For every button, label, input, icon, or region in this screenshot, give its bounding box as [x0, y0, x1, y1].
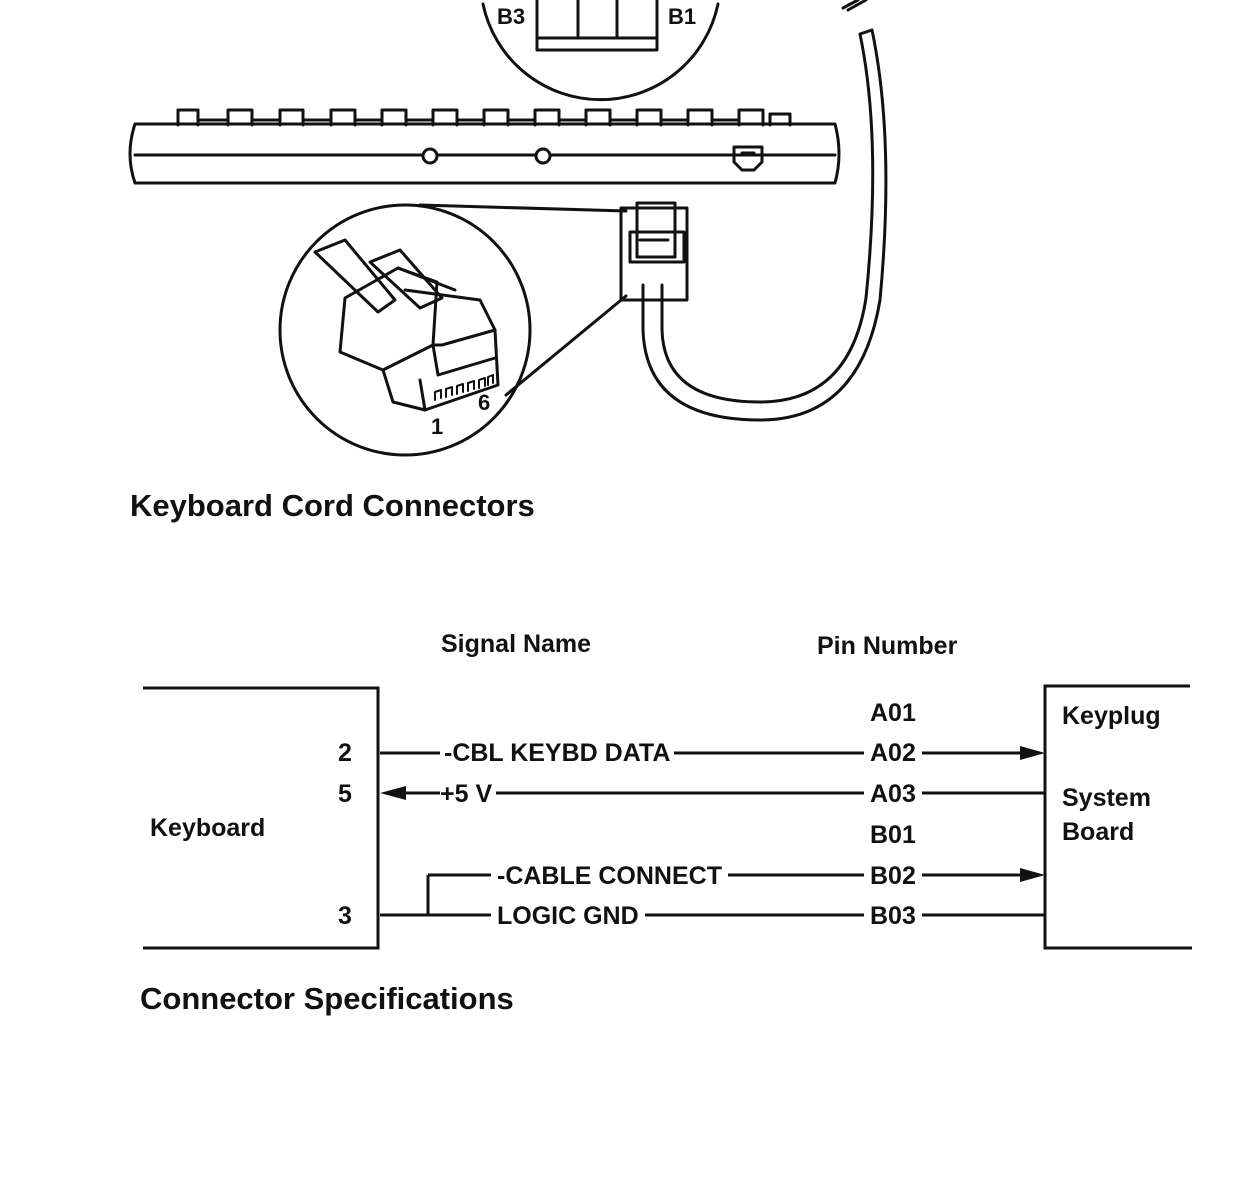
cable-strain-relief: [841, 0, 868, 12]
inset-tag-b1: B1: [668, 4, 697, 29]
pin-b03: B03: [864, 904, 922, 929]
figure-caption-spec: Connector Specifications: [140, 981, 514, 1016]
signal-data: -CBL KEYBD DATA: [440, 741, 675, 766]
keyboard-keys: [176, 108, 792, 127]
indicator-dot: [421, 147, 439, 165]
keyboard-cord: [641, 28, 888, 422]
pin-a02: A02: [864, 741, 922, 766]
column-header-pin: Pin Number: [817, 632, 958, 660]
modular-plug-detail: [313, 238, 500, 412]
keyboard-pin-3: 3: [338, 902, 352, 930]
pin-a03: A03: [864, 782, 922, 807]
signal-power: +5 V: [440, 782, 497, 807]
plug-detail-circle: [278, 203, 532, 457]
keyboard-plug: [619, 201, 689, 302]
keyboard-box-label: Keyboard: [150, 814, 266, 842]
pin-a01: A01: [864, 701, 922, 726]
plug-pin-last: 6: [478, 390, 491, 415]
top-inset-connector: [535, 0, 659, 52]
signal-cable-connect: -CABLE CONNECT: [491, 864, 728, 889]
keyboard-body: [128, 122, 841, 185]
pin-b02: B02: [864, 864, 922, 889]
figure-caption-cord: Keyboard Cord Connectors: [130, 488, 535, 523]
system-board-label-line2: Board: [1062, 818, 1135, 846]
top-inset-circle: [481, 2, 720, 102]
inset-tag-b3: B3: [497, 4, 526, 29]
system-board-label-line1: System: [1062, 784, 1151, 812]
pin-b01: B01: [864, 823, 922, 848]
keyboard-jack-icon: [732, 145, 764, 172]
indicator-dot: [534, 147, 552, 165]
plug-pin-first: 1: [431, 414, 444, 439]
column-header-signal: Signal Name: [441, 630, 592, 658]
keyboard-pin-2: 2: [338, 739, 352, 767]
signal-logic-gnd: LOGIC GND: [491, 904, 645, 929]
keyboard-pin-5: 5: [338, 780, 352, 808]
keyplug-label: Keyplug: [1062, 702, 1161, 730]
